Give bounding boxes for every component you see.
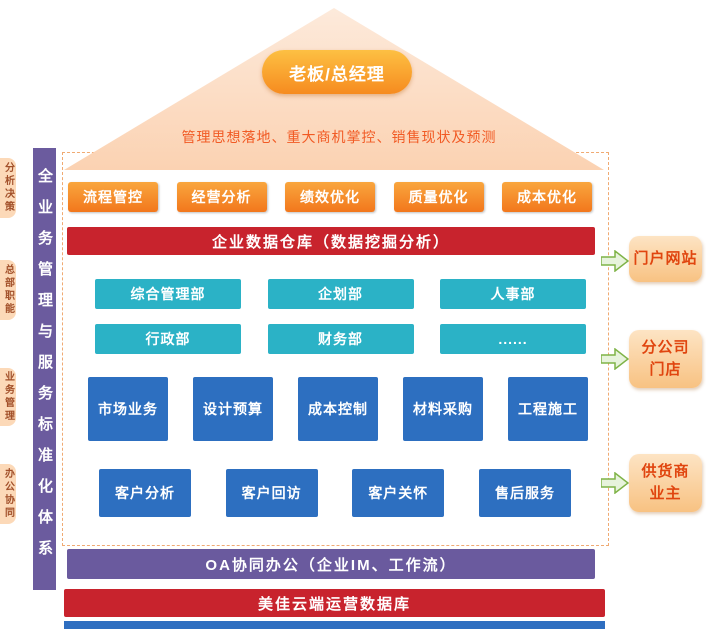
process-block-operation-analysis: 经营分析 <box>176 182 267 212</box>
tab-hq-functions: 总部职能 <box>0 260 16 320</box>
sidebar-label: 全业务管理与服务标准化体系 <box>36 167 53 571</box>
dept-row-1: 综合管理部 企划部 人事部 <box>95 279 586 309</box>
tab-office-collaboration: 办公协同 <box>0 464 16 524</box>
customer-block-analysis: 客户分析 <box>99 469 191 517</box>
flow-arrow-icon <box>600 471 630 495</box>
tab-label: 分析决策 <box>2 162 14 214</box>
business-block-material-procurement: 材料采购 <box>403 377 483 441</box>
customer-row: 客户分析 客户回访 客户关怀 售后服务 <box>99 469 571 517</box>
business-row: 市场业务 设计预算 成本控制 材料采购 工程施工 <box>88 377 588 441</box>
dept-block-general-management: 综合管理部 <box>95 279 241 309</box>
tab-analysis-decision: 分析决策 <box>0 158 16 218</box>
dept-block-finance: 财务部 <box>267 324 414 354</box>
flow-arrow-icon <box>600 347 630 371</box>
process-block-performance-optimization: 绩效优化 <box>285 182 375 212</box>
process-row: 流程管控 经营分析 绩效优化 质量优化 成本优化 <box>68 182 592 212</box>
panel-branch-stores: 分公司 门店 <box>629 330 702 388</box>
dept-block-administration: 行政部 <box>95 324 241 354</box>
dept-block-hr: 人事部 <box>440 279 586 309</box>
tab-label: 办公协同 <box>2 468 14 520</box>
tab-label: 业务管理 <box>2 371 14 423</box>
banner-data-warehouse: 企业数据仓库（数据挖掘分析） <box>67 227 595 255</box>
tab-label: 总部职能 <box>2 264 14 316</box>
flow-arrow-icon <box>600 249 630 273</box>
panel-portal-website: 门户网站 <box>629 236 702 282</box>
dept-row-2: 行政部 财务部 ...... <box>95 324 586 354</box>
customer-block-follow-up: 客户回访 <box>225 469 318 517</box>
process-block-quality-optimization: 质量优化 <box>393 182 484 212</box>
sidebar-vertical-banner: 全业务管理与服务标准化体系 <box>33 148 56 590</box>
roof-subtitle: 管理思想落地、重大商机掌控、销售现状及预测 <box>181 129 497 145</box>
dept-block-planning: 企划部 <box>267 279 414 309</box>
business-block-design-budget: 设计预算 <box>193 377 273 441</box>
banner-cloud-database: 美佳云端运营数据库 <box>64 589 605 617</box>
business-block-cost-control: 成本控制 <box>298 377 378 441</box>
business-block-construction: 工程施工 <box>508 377 588 441</box>
customer-block-after-sales: 售后服务 <box>478 469 571 517</box>
boss-title-badge: 老板/总经理 <box>262 50 412 94</box>
bottom-strip <box>64 621 605 629</box>
customer-block-care: 客户关怀 <box>352 469 445 517</box>
process-block-cost-optimization: 成本优化 <box>502 182 592 212</box>
business-block-market: 市场业务 <box>88 377 168 441</box>
process-block-flow-control: 流程管控 <box>68 182 158 212</box>
banner-oa-collaboration: OA协同办公（企业IM、工作流） <box>67 549 595 579</box>
dept-block-more: ...... <box>440 324 586 354</box>
tab-business-management: 业务管理 <box>0 368 16 426</box>
boss-title-label: 老板/总经理 <box>289 64 385 84</box>
panel-suppliers-owners: 供货商 业主 <box>629 454 702 512</box>
